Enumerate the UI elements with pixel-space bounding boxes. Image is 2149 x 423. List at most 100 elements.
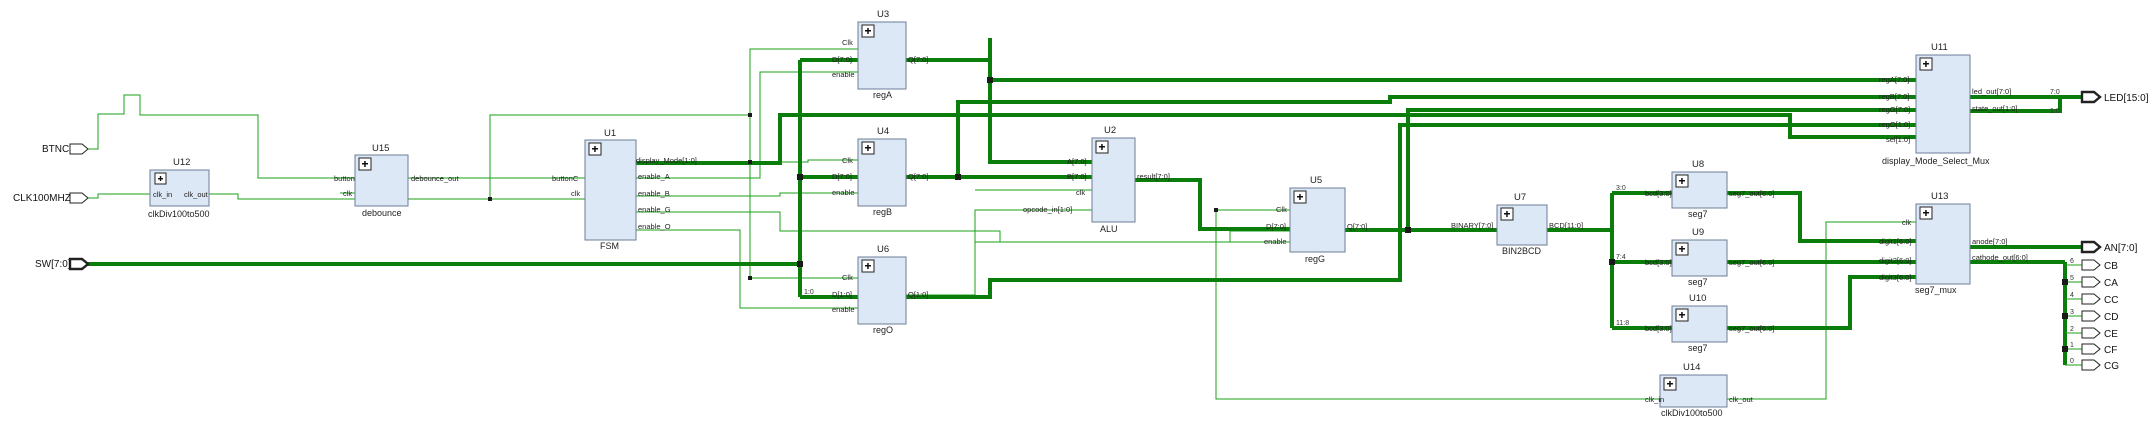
pin-regg: regG[7:0] — [1879, 105, 1910, 114]
expand-icon[interactable] — [1663, 377, 1677, 391]
port-cb[interactable]: CB — [2081, 259, 2118, 272]
bus-seg7-u10[interactable] — [1727, 275, 1916, 330]
expand-icon[interactable] — [1675, 174, 1689, 188]
bus-state-out[interactable] — [1970, 97, 2062, 113]
block-u14-inst: U14 — [1683, 362, 1700, 373]
port-ca[interactable]: CA — [2081, 276, 2118, 289]
port-cc[interactable]: CC — [2081, 293, 2118, 306]
port-sw-label: SW[7:0] — [35, 259, 71, 270]
block-u15[interactable]: U15 button clk debounce_out debounce — [334, 143, 459, 218]
block-u4[interactable]: U4 Clk D[7:0] enable Q[7:0] regB — [832, 126, 928, 217]
bus-alu-result[interactable] — [1135, 178, 1290, 231]
wire-opcode[interactable] — [906, 209, 1092, 296]
expand-icon[interactable] — [861, 24, 875, 38]
junction — [1214, 208, 1218, 212]
block-u1[interactable]: U1 buttonC clk display_Mode[1:0] enable_… — [552, 128, 697, 251]
pin-a: A[7:0] — [1067, 157, 1087, 166]
pin-regb: regB[7:0] — [1879, 92, 1909, 101]
port-sw[interactable]: SW[7:0] — [35, 257, 90, 271]
expand-icon[interactable] — [358, 157, 372, 171]
port-cc-label: CC — [2104, 295, 2118, 306]
pin-sel: sel[1:0] — [1886, 135, 1910, 144]
block-u5[interactable]: U5 Clk D[7:0] enable Q[7:0] regG — [1264, 175, 1367, 264]
block-u2[interactable]: U2 A[7:0] B[7:0] clk opcode_in[1:0] resu… — [1023, 125, 1170, 234]
junction — [748, 113, 752, 117]
pin-clk-in: clk_in — [153, 190, 172, 199]
wire-enable-g2[interactable] — [975, 230, 1290, 243]
bus-rego-q[interactable] — [906, 123, 1916, 299]
port-clk100mhz[interactable]: CLK100MHZ — [13, 192, 89, 204]
port-an[interactable]: AN[7:0] — [2080, 240, 2138, 254]
bus-regb-mux[interactable] — [956, 95, 1916, 177]
wire-clk100mhz[interactable] — [86, 193, 150, 199]
bw-c0: 0 — [2070, 358, 2074, 365]
expand-icon[interactable] — [1675, 242, 1689, 256]
input-ports: BTNC CLK100MHZ SW[7:0] — [13, 143, 90, 271]
port-cf[interactable]: CF — [2081, 343, 2117, 356]
expand-icon[interactable] — [1293, 190, 1307, 204]
pin-rego: regO[1:0] — [1879, 120, 1910, 129]
block-u11[interactable]: U11 regA[7:0] regB[7:0] regG[7:0] regO[1… — [1879, 42, 2017, 166]
pin-digit1: digit1[6:0] — [1879, 237, 1912, 246]
wire-clk-regb[interactable] — [749, 115, 858, 163]
bus-seg7-u8[interactable] — [1727, 191, 1916, 243]
port-ce[interactable]: CE — [2081, 327, 2118, 340]
bw-u8: 3:0 — [1616, 185, 1626, 192]
pin-state-out: state_out[1:0] — [1972, 104, 2017, 113]
pin-debounce-out: debounce_out — [411, 174, 459, 183]
expand-icon[interactable] — [154, 172, 167, 185]
pin-bcd: bcd[3:0] — [1645, 189, 1672, 198]
pin-clk: Clk — [842, 156, 853, 165]
bus-regg-mux[interactable] — [1406, 108, 1916, 230]
block-u10-inst: U10 — [1689, 293, 1706, 304]
port-cd[interactable]: CD — [2081, 310, 2118, 323]
wire-clk-riser[interactable] — [489, 38, 861, 199]
expand-icon[interactable] — [861, 259, 875, 273]
block-u2-cell: ALU — [1100, 224, 1118, 234]
block-u13-inst: U13 — [1931, 191, 1948, 202]
wire-enable-a[interactable] — [636, 71, 858, 179]
wire-enable-o[interactable] — [636, 229, 858, 309]
block-u10[interactable]: U10 bcd[3:0] seg7_out[6:0] seg7 — [1645, 293, 1774, 353]
pin-opcode-in: opcode_in[1:0] — [1023, 205, 1072, 214]
expand-icon[interactable] — [861, 141, 875, 155]
block-u3[interactable]: U3 Clk D[7:0] enable Q[7:0] regA — [832, 9, 928, 100]
wire-btnc[interactable] — [86, 94, 355, 179]
expand-icon[interactable] — [1500, 207, 1514, 221]
pin-buttonc: buttonC — [552, 174, 579, 183]
bus-rega-q[interactable] — [906, 58, 1092, 164]
block-u14[interactable]: U14 clk_in clk_out clkDiv100to500 — [1645, 362, 1754, 418]
pin-enable-b: enable_B — [638, 189, 670, 198]
bw-rego: 1:0 — [804, 289, 814, 296]
port-clk100mhz-label: CLK100MHZ — [13, 193, 71, 204]
pin-bcd: BCD[11:0] — [1549, 221, 1583, 230]
block-u13[interactable]: U13 clk digit1[6:0] digit2[6:0] digit3[6… — [1879, 191, 2028, 295]
block-u12[interactable]: U12 clk_in clk_out clkDiv100to500 — [148, 157, 210, 219]
port-btnc[interactable]: BTNC — [42, 143, 89, 155]
pin-seg7-out: seg7_out[6:0] — [1729, 189, 1774, 198]
pin-q: Q[7:0] — [908, 172, 928, 181]
pin-button: button — [334, 174, 355, 183]
wire-enable-b[interactable] — [636, 192, 858, 197]
block-u8[interactable]: U8 bcd[3:0] seg7_out[6:0] seg7 — [1645, 159, 1774, 219]
block-u10-cell: seg7 — [1688, 343, 1708, 353]
bus-display-mode[interactable] — [636, 113, 1916, 165]
port-led[interactable]: LED[15:0] — [2080, 90, 2149, 104]
expand-icon[interactable] — [1919, 57, 1933, 71]
block-u7[interactable]: U7 BINARY[7:0] BCD[11:0] BIN2BCD — [1451, 192, 1583, 256]
port-btnc-label: BTNC — [42, 144, 69, 155]
expand-icon[interactable] — [1919, 206, 1933, 220]
block-u6[interactable]: U6 Clk D[1:0] enable Q[1:0] regO — [832, 244, 928, 335]
pin-clk: clk — [1902, 218, 1911, 227]
pin-enable: enable — [1264, 237, 1287, 246]
junction — [1609, 259, 1615, 265]
wire-clk-u14[interactable] — [1215, 210, 1660, 400]
expand-icon[interactable] — [1095, 140, 1109, 154]
block-u9[interactable]: U9 bcd[3:0] seg7_out[6:0] seg7 — [1645, 227, 1774, 287]
junction — [955, 174, 961, 180]
wire-enable-g[interactable] — [636, 211, 1290, 243]
wire-u14-clkout[interactable] — [1727, 221, 1916, 400]
expand-icon[interactable] — [588, 142, 602, 156]
expand-icon[interactable] — [1675, 308, 1689, 322]
port-cg[interactable]: CG — [2081, 359, 2119, 372]
